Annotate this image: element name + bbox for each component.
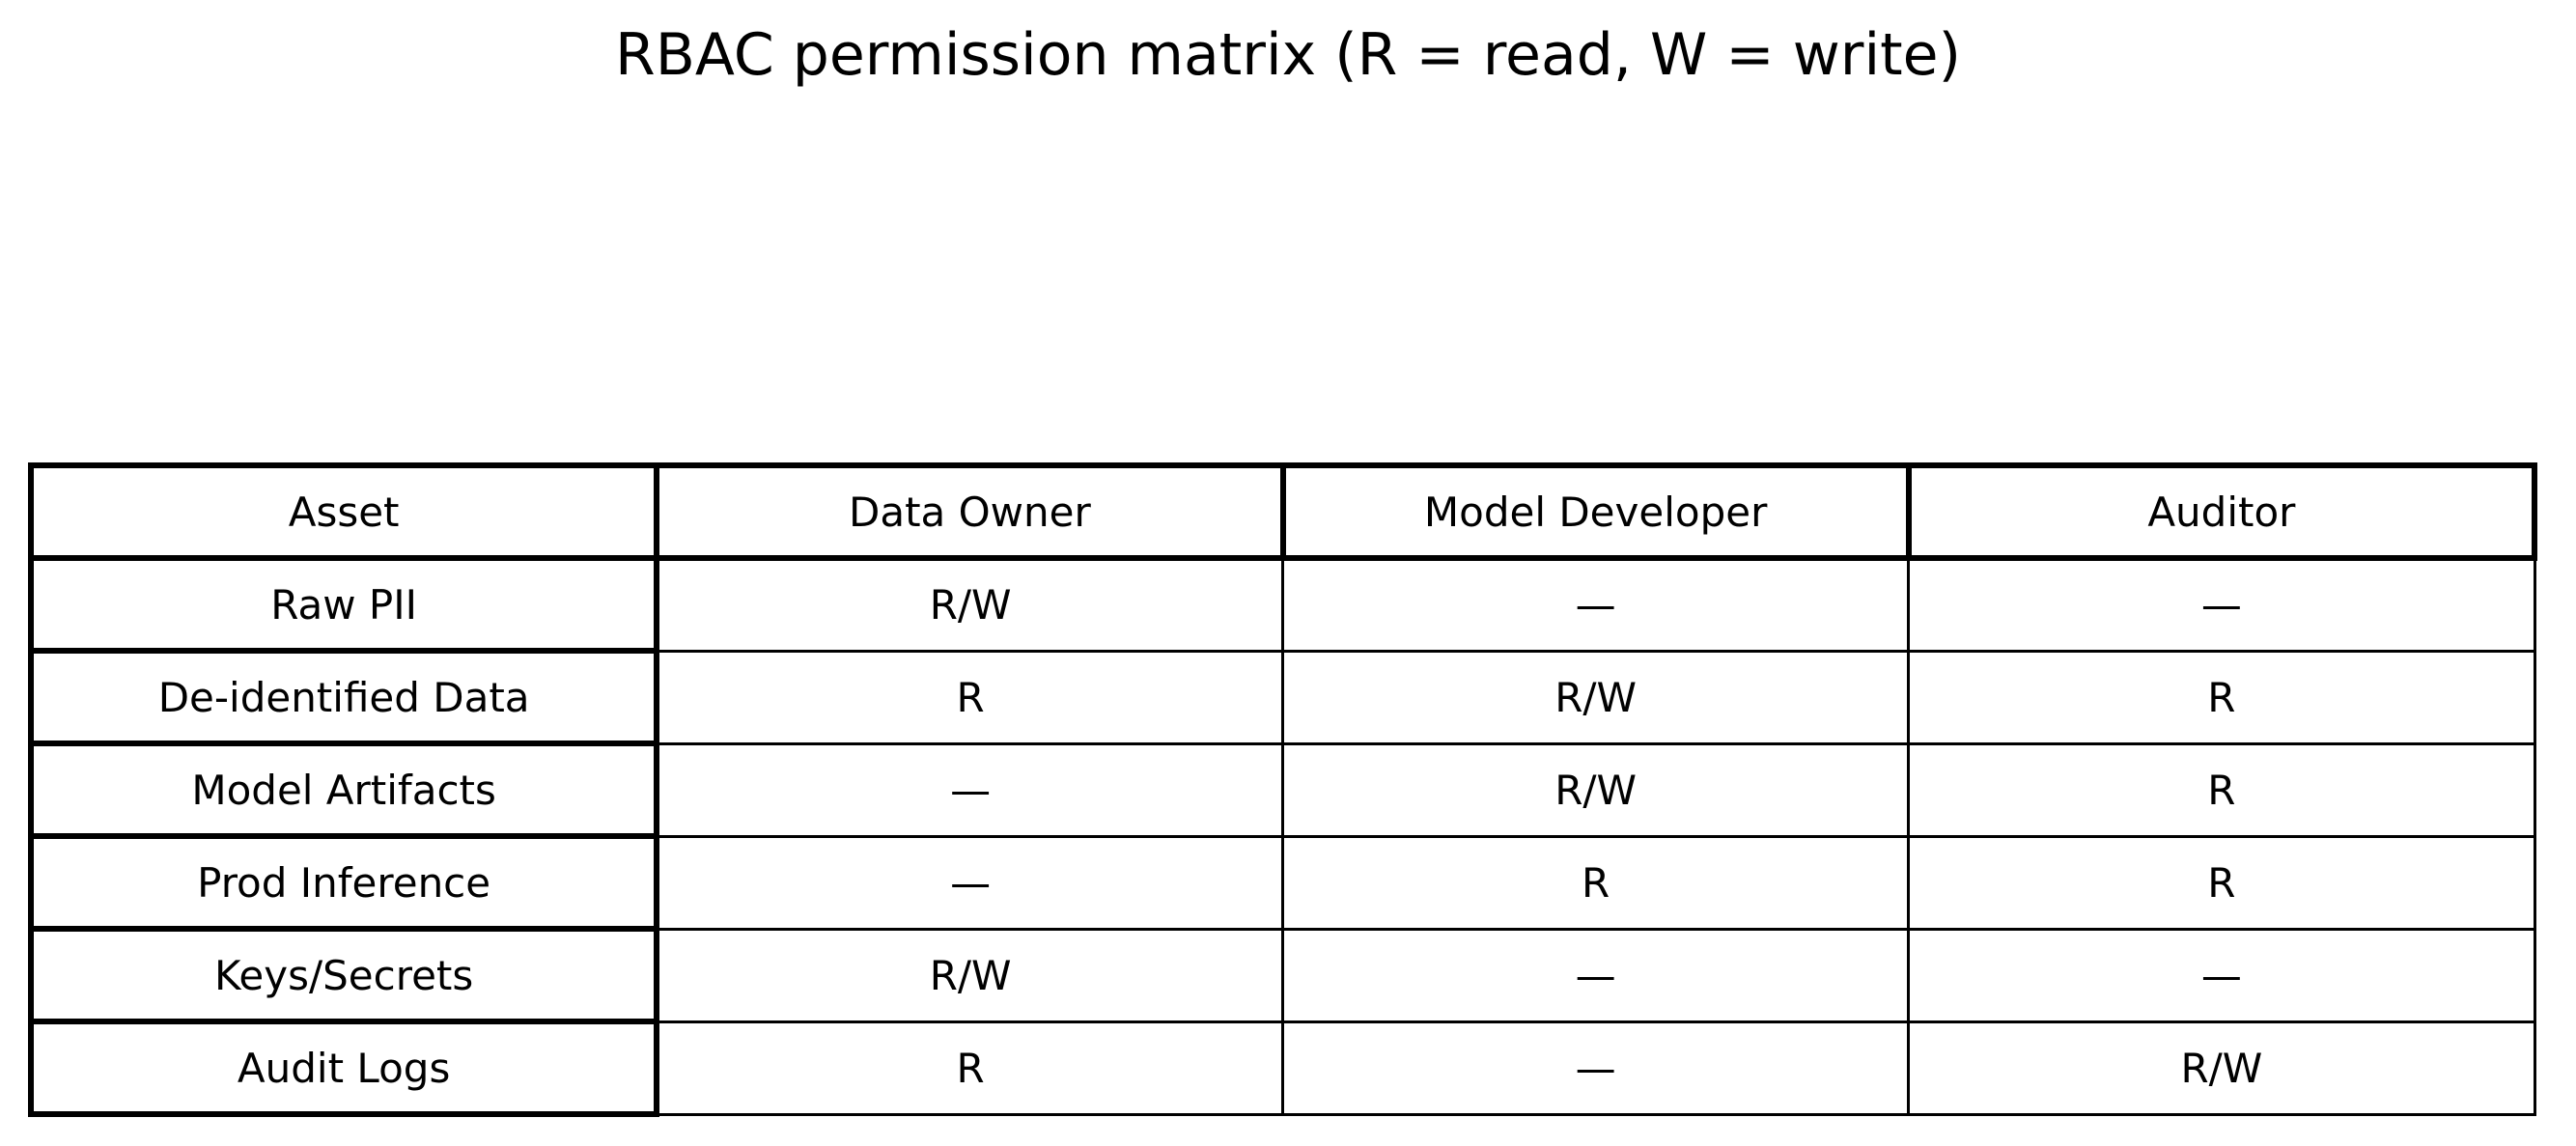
row-header-cell: Raw PII xyxy=(27,555,660,654)
permission-cell: R/W xyxy=(1907,1020,2536,1116)
permission-cell: R xyxy=(655,1020,1285,1116)
row-header-cell: Audit Logs xyxy=(27,1019,660,1117)
column-header-model-developer: Model Developer xyxy=(1279,462,1912,561)
table-header-row: Asset Data Owner Model Developer Auditor xyxy=(27,462,2538,561)
table-row-de-identified-data: De-identified Data R R/W R xyxy=(27,648,2536,746)
permission-cell: — xyxy=(1280,1020,1911,1116)
permission-cell: R/W xyxy=(655,556,1285,653)
permission-cell: — xyxy=(1907,556,2536,653)
rbac-permission-table: Asset Data Owner Model Developer Auditor… xyxy=(27,462,2538,1117)
table-row-raw-pii: Raw PII R/W — — xyxy=(27,555,2536,654)
permission-cell: R/W xyxy=(1280,741,1911,838)
row-header-cell: De-identified Data xyxy=(27,648,660,746)
permission-cell: R xyxy=(1907,649,2536,745)
permission-cell: — xyxy=(655,741,1285,838)
permission-cell: — xyxy=(655,834,1285,931)
permission-cell: R xyxy=(1907,741,2536,838)
permission-cell: — xyxy=(1907,927,2536,1023)
column-header-data-owner: Data Owner xyxy=(654,462,1286,561)
permission-cell: R/W xyxy=(655,927,1285,1023)
table-row-prod-inference: Prod Inference — R R xyxy=(27,833,2536,932)
table-row-model-artifacts: Model Artifacts — R/W R xyxy=(27,741,2536,839)
permission-cell: R xyxy=(655,649,1285,745)
column-header-asset: Asset xyxy=(27,462,660,561)
permission-cell: — xyxy=(1280,556,1911,653)
permission-cell: — xyxy=(1280,927,1911,1023)
page-title: RBAC permission matrix (R = read, W = wr… xyxy=(615,21,1961,89)
permission-cell: R xyxy=(1280,834,1911,931)
table-row-audit-logs: Audit Logs R — R/W xyxy=(27,1019,2536,1117)
row-header-cell: Prod Inference xyxy=(27,833,660,932)
column-header-auditor: Auditor xyxy=(1905,462,2538,561)
row-header-cell: Keys/Secrets xyxy=(27,926,660,1024)
permission-cell: R/W xyxy=(1280,649,1911,745)
permission-cell: R xyxy=(1907,834,2536,931)
table-row-keys-secrets: Keys/Secrets R/W — — xyxy=(27,926,2536,1024)
row-header-cell: Model Artifacts xyxy=(27,741,660,839)
